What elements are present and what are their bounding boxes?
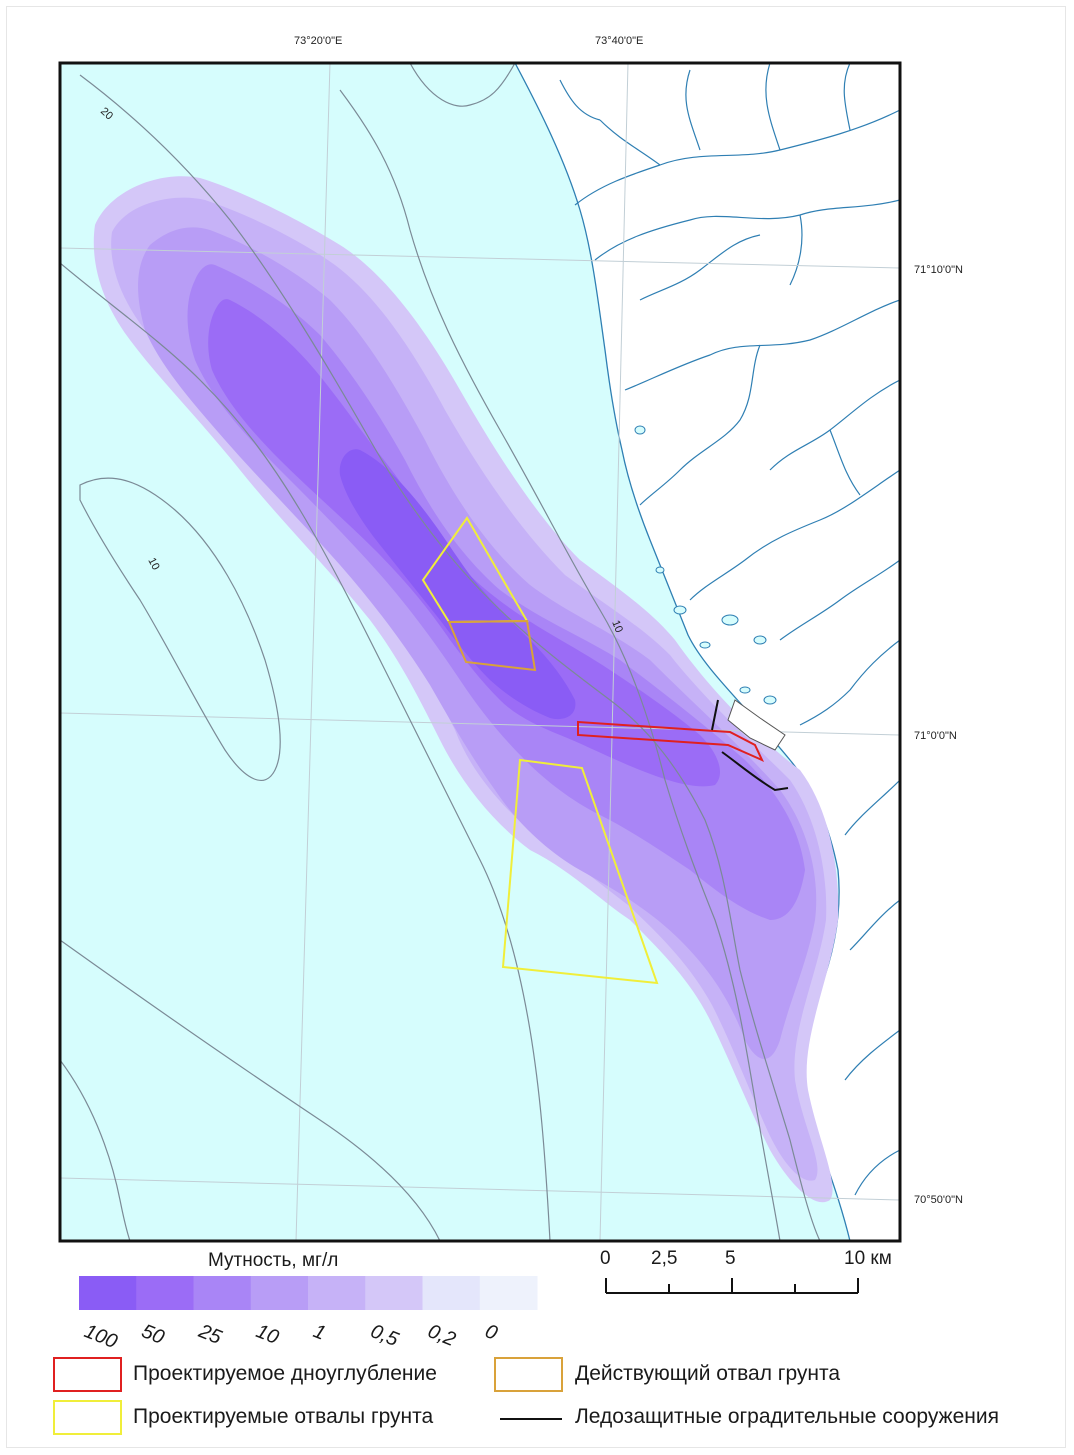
lon-label-73-40: 73°40'0"E [595,35,643,47]
graticule [60,63,900,1241]
turbidity-class-label-0: 100 [81,1320,120,1353]
isobath-10-west [79,477,281,781]
turbidity-swatch-2 [193,1276,252,1310]
map-content: 20 10 10 [60,63,900,1241]
dredging-channel [577,720,765,762]
legend-label-dredging: Проектируемое дноуглубление [133,1362,437,1385]
turbidity-class-label-4: 1 [310,1320,329,1345]
turbidity-class-label-2: 25 [195,1320,226,1349]
turbidity-plume [93,176,839,1203]
turbidity-swatch-6 [422,1276,481,1310]
turbidity-class-label-5: 0,5 [367,1320,402,1351]
active-dump [447,619,537,672]
isobath-10-coastal [339,89,781,1241]
turbidity-class-label-6: 0,2 [425,1320,459,1351]
map-frame [58,61,902,1243]
turbidity-class-label-7: 0 [482,1320,501,1345]
lat-label-70-50: 70°50'0"N [914,1194,963,1206]
scale-tick-2-5: 2,5 [651,1248,678,1269]
turbidity-swatch-1 [136,1276,194,1310]
legend-symbol-active-dump [494,1357,563,1392]
lat-label-71-00: 71°0'0"N [914,730,957,742]
turbidity-class-label-1: 50 [138,1320,167,1349]
legend-symbol-proposed-dumps [53,1400,122,1435]
scale-tick-10: 10 км [844,1248,892,1269]
turbidity-swatch-4 [308,1276,366,1310]
isobath-20 [79,74,821,1241]
ice-barrier-south [721,751,789,792]
plume-class-100 [339,449,576,720]
ice-barrier-north [711,699,719,731]
legend-label-proposed-dumps: Проектируемые отвалы грунта [133,1405,434,1428]
isobath-label-10-east: 10 [609,619,625,635]
plume-class-50 [208,299,720,787]
scale-tick-0: 0 [600,1248,611,1269]
scale-bar [605,1278,859,1294]
turbidity-class-labels: 100 50 25 10 1 0,5 0,2 0 [81,1320,500,1353]
legend-label-active-dump: Действующий отвал грунта [575,1362,841,1385]
isobath-sw [60,1059,131,1241]
legend-label-ice-barrier: Ледозащитные оградительные сооружения [575,1405,999,1428]
isobath-label-10-west: 10 [145,556,161,572]
river-network [559,63,900,1196]
turbidity-swatch-7 [479,1276,538,1310]
proposed-dump-south [501,758,659,985]
turbidity-swatch-0 [79,1276,137,1310]
isobath-10-east [60,262,551,1241]
scale-tick-5: 5 [725,1248,736,1269]
turbidity-color-bar [79,1276,538,1310]
legend-symbol-dredging [53,1357,122,1392]
lon-label-73-20: 73°20'0"E [294,35,342,47]
figure-border [6,6,1066,1448]
turbidity-swatch-3 [250,1276,309,1310]
lat-label-71-10: 71°10'0"N [914,264,963,276]
isobath-sw-2 [60,939,441,1241]
turbidity-swatch-5 [365,1276,423,1310]
port-facility [727,699,786,751]
turbidity-legend-title: Мутность, мг/л [208,1250,339,1271]
isobath-shelf-east [409,63,516,107]
turbidity-class-label-3: 10 [253,1320,282,1349]
lakes [634,425,777,705]
isobaths [60,63,821,1241]
